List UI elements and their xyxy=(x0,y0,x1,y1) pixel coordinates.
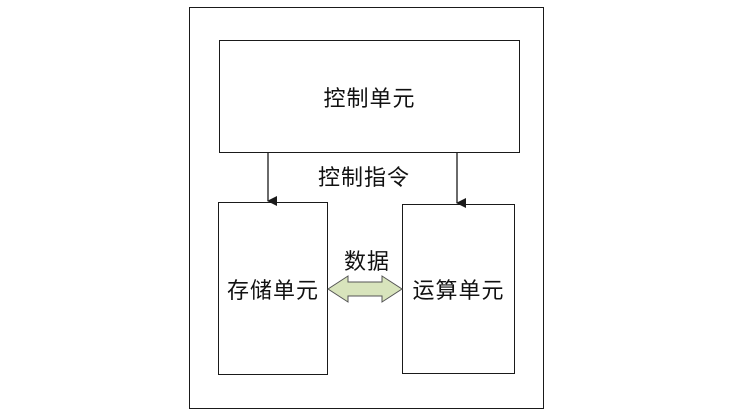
data-link-label: 数据 xyxy=(344,250,391,275)
storage-unit-box: 存储单元 xyxy=(218,202,328,375)
control-signal-label: 控制指令 xyxy=(318,166,411,191)
alu-unit-label: 运算单元 xyxy=(412,279,505,304)
storage-unit-label: 存储单元 xyxy=(226,278,319,304)
control-unit-label: 控制单元 xyxy=(323,86,416,112)
data-double-arrow xyxy=(327,275,403,303)
control-unit-box: 控制单元 xyxy=(219,40,520,153)
